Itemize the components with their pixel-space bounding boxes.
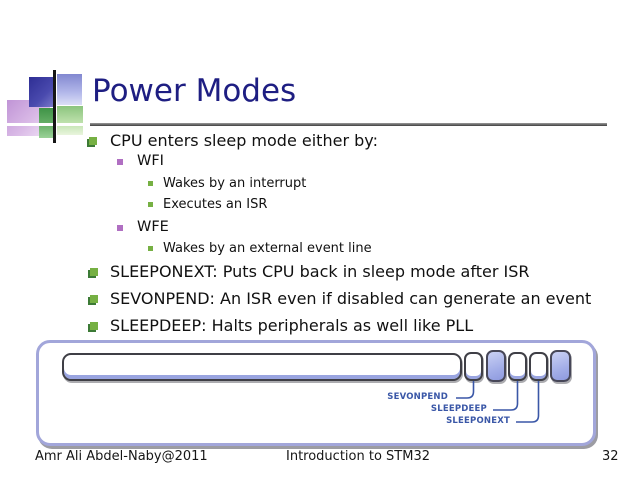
register-long-field xyxy=(62,353,462,381)
footer-title: Introduction to STM32 xyxy=(286,449,430,464)
bullet-text: SLEEPONEXT: Puts CPU back in sleep mode … xyxy=(110,262,530,281)
bullet-square-icon xyxy=(90,268,98,276)
bullet-item: SLEEPONEXT: Puts CPU back in sleep mode … xyxy=(90,262,529,281)
callout-label-sleeponext: SLEEPONEXT xyxy=(446,416,510,426)
register-bit-sleeponext xyxy=(529,352,548,381)
bullet-item: SLEEPDEEP: Halts peripherals as well lik… xyxy=(90,316,473,335)
bullet-square-icon xyxy=(117,225,123,231)
bullet-text: SEVONPEND: An ISR even if disabled can g… xyxy=(110,289,592,308)
bullet-item: WFE xyxy=(117,219,169,235)
bullet-text: CPU enters sleep mode either by: xyxy=(110,131,378,150)
bullet-square-icon xyxy=(117,159,123,165)
bullet-item: CPU enters sleep mode either by: xyxy=(89,131,378,150)
bullet-item: WFI xyxy=(117,153,164,169)
logo-square-blue xyxy=(29,77,55,107)
bullet-text: Wakes by an external event line xyxy=(163,241,372,256)
bullet-text: WFE xyxy=(137,219,169,235)
callout-label-sevonpend: SEVONPEND xyxy=(387,392,448,402)
logo-square-periwinkle xyxy=(57,74,82,105)
bullet-item: Wakes by an interrupt xyxy=(148,176,306,191)
bullet-square-icon xyxy=(148,202,153,207)
bullet-text: Wakes by an interrupt xyxy=(163,176,307,191)
bullet-square-icon xyxy=(90,322,98,330)
page-title: Power Modes xyxy=(92,73,297,109)
logo-white-line xyxy=(5,123,90,126)
bullet-item: Executes an ISR xyxy=(148,197,267,212)
register-bit-sleepdeep xyxy=(508,352,527,381)
register-bit-reserved-2 xyxy=(550,350,571,382)
callout-lines xyxy=(456,381,540,423)
title-underline xyxy=(90,123,607,126)
callout-label-sleepdeep: SLEEPDEEP xyxy=(430,404,487,414)
bullet-square-icon xyxy=(148,246,153,251)
logo-square-green-right xyxy=(57,106,83,135)
logo-vertical-line xyxy=(53,70,56,143)
register-diagram: SEVONPEND SLEEPDEEP SLEEPONEXT xyxy=(36,340,596,446)
bullet-text: WFI xyxy=(137,153,164,169)
footer-page-number: 32 xyxy=(602,449,619,464)
bullet-text: SLEEPDEEP: Halts peripherals as well lik… xyxy=(110,316,474,335)
bullet-text: Executes an ISR xyxy=(163,197,268,212)
bullet-square-icon xyxy=(148,181,153,186)
footer-author: Amr Ali Abdel-Naby@2011 xyxy=(35,449,208,464)
register-bit-sevonpend xyxy=(464,352,483,381)
bullet-square-icon xyxy=(90,295,98,303)
bullet-square-icon xyxy=(89,137,97,145)
bullet-item: Wakes by an external event line xyxy=(148,241,372,256)
bullet-item: SEVONPEND: An ISR even if disabled can g… xyxy=(90,289,591,308)
register-bit-reserved-1 xyxy=(486,350,506,382)
